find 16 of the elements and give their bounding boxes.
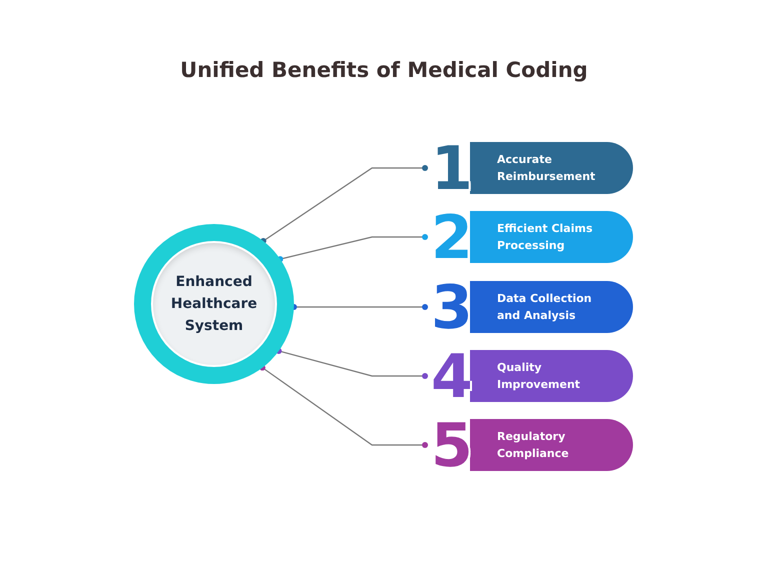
banner-label: Data Collection and Analysis [497,291,593,324]
banner-label: Efficient Claims Processing [497,221,594,254]
connector-line [277,234,428,262]
step-number: 5 [431,410,473,482]
banner-label: Quality Improvement [497,360,582,393]
connector-line [260,165,428,244]
connector-line [276,348,428,379]
step-number: 2 [431,202,473,274]
banner-label: Accurate Reimbursement [497,152,596,185]
step-number: 4 [431,341,473,413]
step-number: 3 [431,272,473,344]
step-number: 1 [431,133,473,205]
hub-label: Enhanced Healthcare System [170,273,258,336]
connector-line [259,364,428,448]
banner-label: Regulatory Compliance [497,429,570,462]
title: Unified Benefits of Medical Coding [179,58,589,82]
